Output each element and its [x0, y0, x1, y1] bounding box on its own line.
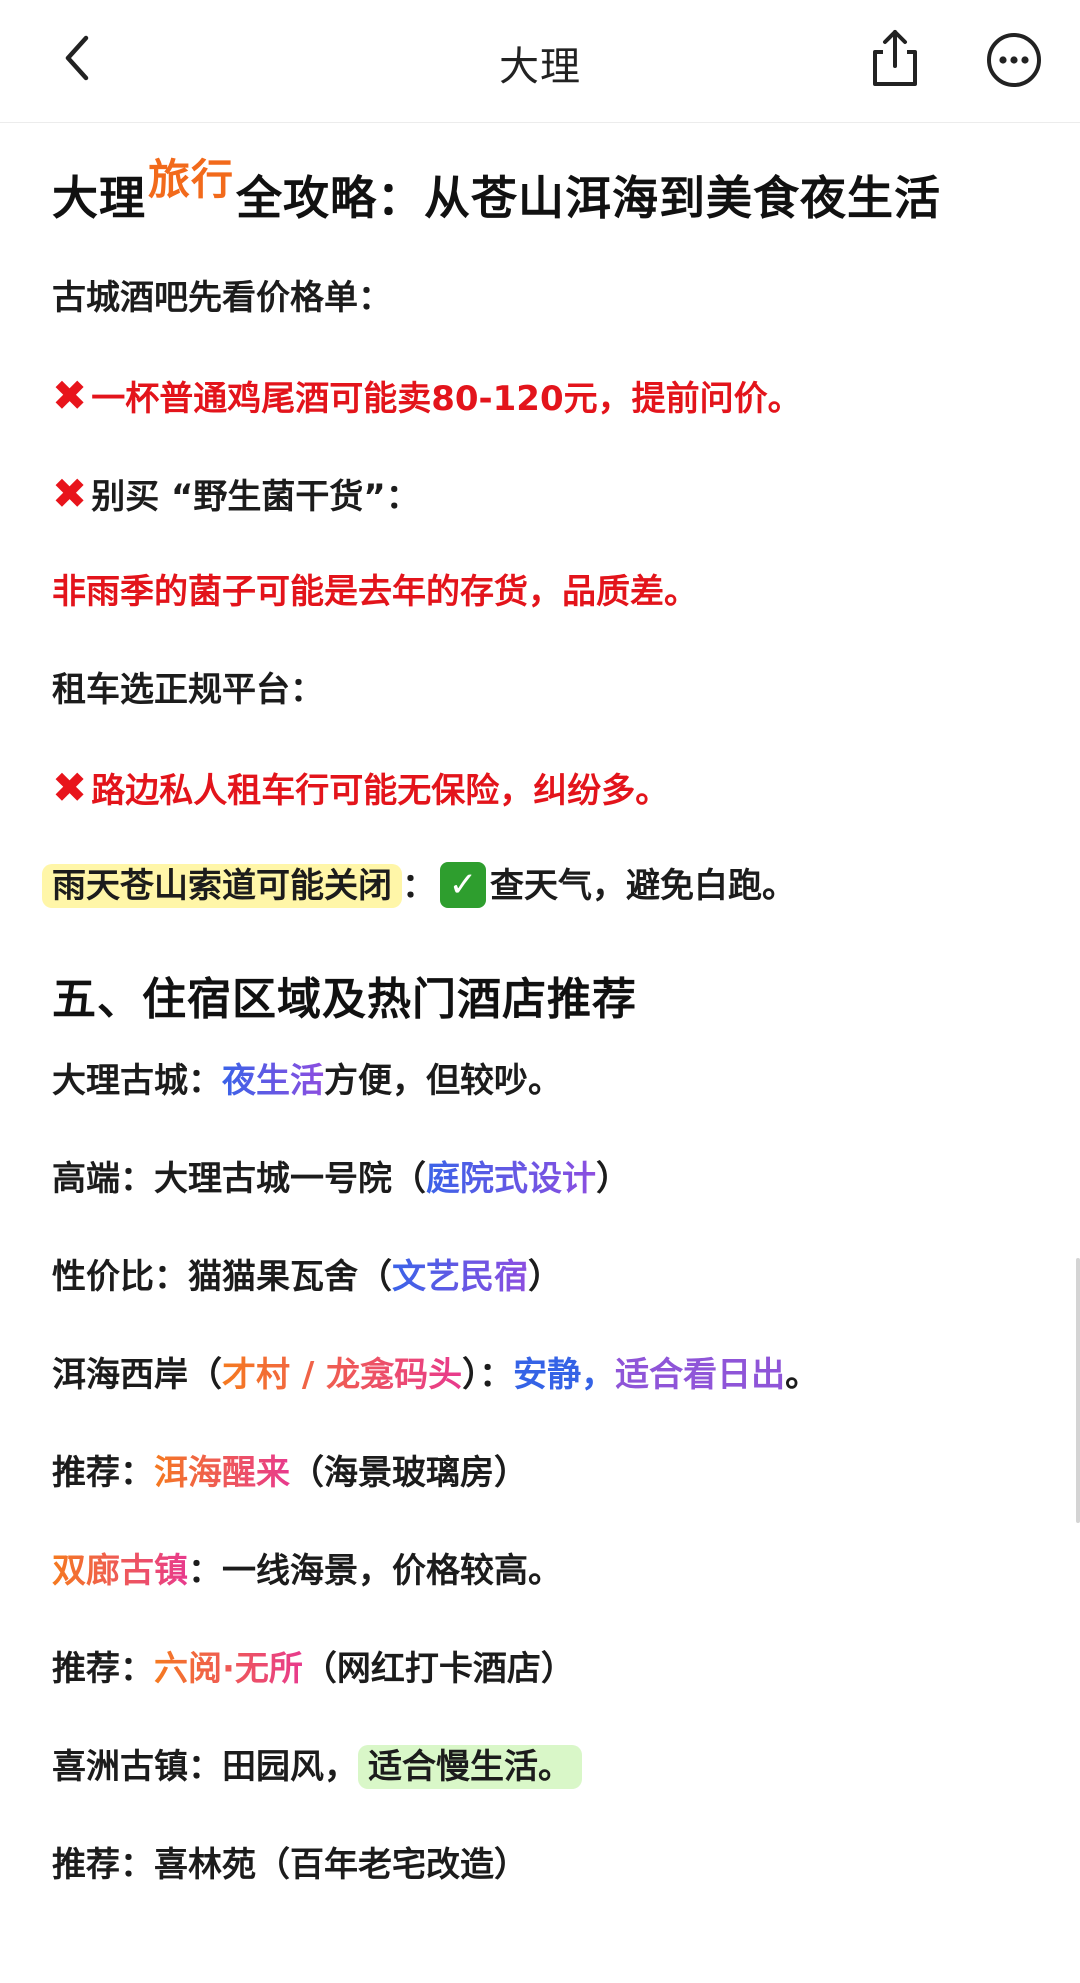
colon: ： [402, 866, 436, 906]
bar-heading: 古城酒吧先看价格单： [52, 278, 392, 318]
top-nav-bar: 大理 [0, 0, 1080, 123]
westbank-sunrise: 适合看日出 [615, 1355, 786, 1395]
rec2-note: （网红打卡酒店） [302, 1649, 575, 1689]
title-text-part2: 全攻略：从苍山洱海到美食夜生活 [236, 171, 942, 225]
page-title: 大理 [499, 44, 581, 90]
highend-close: ） [596, 1159, 630, 1199]
westbank-end: 。 [785, 1355, 820, 1395]
bar-warning-text: 一杯普通鸡尾酒可能卖80-120元，提前问价。 [91, 379, 802, 419]
back-icon [65, 35, 89, 81]
xizhou-line: 喜洲古镇：田园风，适合慢生活。 [52, 1743, 582, 1791]
value-line: 性价比：猫猫果瓦舍（文艺民宿） [52, 1253, 562, 1301]
highend-line: 高端：大理古城一号院（庭院式设计） [52, 1155, 630, 1203]
xizhou-label: 喜洲古镇：田园风， [52, 1747, 358, 1787]
back-button[interactable] [52, 28, 112, 88]
westbank-mid: ）： [462, 1355, 514, 1395]
oldtown-rest: 方便，但较吵。 [324, 1061, 562, 1101]
recommend-xilinyuan-line: 推荐：喜林苑（百年老宅改造） [52, 1845, 528, 1885]
oldtown-line: 大理古城：夜生活方便，但较吵。 [52, 1057, 562, 1105]
title-text-part1: 大理 [52, 171, 146, 225]
value-label: 性价比：猫猫果瓦舍（ [52, 1257, 392, 1297]
shuanglang-rest: ：一线海景，价格较高。 [188, 1551, 562, 1591]
westbank-places: 才村 / 龙龛码头 [222, 1355, 463, 1395]
mushroom-warning: 非雨季的菌子可能是去年的存货，品质差。 [52, 572, 698, 612]
mushroom-heading: ✖别买 “野生菌干货”： [52, 470, 420, 521]
car-warning-text: 路边私人租车行可能无保险，纠纷多。 [91, 771, 670, 811]
cangshan-highlight: 雨天苍山索道可能关闭 [42, 864, 402, 908]
rec1-name: 洱海醒来 [154, 1453, 290, 1493]
more-icon [987, 33, 1041, 87]
oldtown-label: 大理古城： [52, 1061, 222, 1101]
share-icon [873, 30, 917, 86]
highend-note: 庭院式设计 [426, 1159, 596, 1199]
rec2-label: 推荐： [52, 1649, 154, 1689]
rec1-label: 推荐： [52, 1453, 154, 1493]
value-close: ） [528, 1257, 562, 1297]
car-warning: ✖路边私人租车行可能无保险，纠纷多。 [52, 764, 669, 815]
article-title: 大理旅行全攻略：从苍山洱海到美食夜生活 [52, 155, 942, 228]
cross-mark-icon: ✖ [52, 371, 88, 420]
title-sticker: 旅行 [148, 155, 235, 204]
rec2-name: 六阅·无所 [154, 1649, 303, 1689]
shuanglang-line: 双廊古镇：一线海景，价格较高。 [52, 1547, 562, 1595]
cross-mark-icon: ✖ [52, 469, 88, 518]
recommend-liuyue-line: 推荐：六阅·无所（网红打卡酒店） [52, 1645, 575, 1693]
xizhou-highlight: 适合慢生活。 [358, 1745, 582, 1789]
scrollbar[interactable] [1076, 1258, 1080, 1523]
rec1-note: （海景玻璃房） [290, 1453, 528, 1493]
more-options-button[interactable] [985, 31, 1043, 89]
nightlife-highlight: 夜生活 [222, 1061, 324, 1101]
cangshan-tip-text: 查天气，避免白跑。 [490, 866, 796, 906]
westbank-label: 洱海西岸（ [52, 1355, 222, 1395]
westbank-line: 洱海西岸（才村 / 龙龛码头）：安静，适合看日出。 [52, 1351, 819, 1399]
mushroom-heading-text: 别买 “野生菌干货”： [91, 477, 420, 517]
check-mark-icon: ✓ [440, 861, 486, 908]
highend-label: 高端：大理古城一号院（ [52, 1159, 426, 1199]
section-heading-accommodation: 五、住宿区域及热门酒店推荐 [52, 974, 637, 1025]
cangshan-tip-line: 雨天苍山索道可能关闭：✓查天气，避免白跑。 [42, 861, 796, 911]
recommend-erhai-line: 推荐：洱海醒来（海景玻璃房） [52, 1449, 528, 1497]
westbank-quiet: 安静， [513, 1355, 616, 1395]
bar-warning: ✖一杯普通鸡尾酒可能卖80-120元，提前问价。 [52, 372, 802, 423]
shuanglang-name: 双廊古镇 [52, 1551, 188, 1591]
cross-mark-icon: ✖ [52, 763, 88, 812]
share-button[interactable] [866, 26, 924, 90]
value-note: 文艺民宿 [392, 1257, 528, 1297]
car-heading: 租车选正规平台： [52, 670, 324, 710]
